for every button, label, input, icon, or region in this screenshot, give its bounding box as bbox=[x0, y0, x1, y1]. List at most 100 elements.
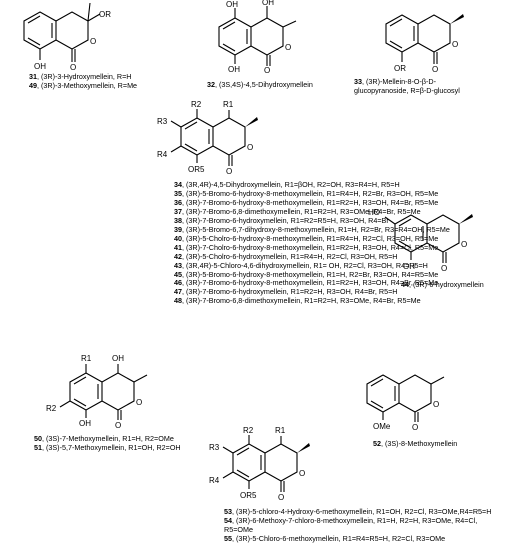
label: OMe bbox=[373, 422, 391, 431]
label: HO bbox=[368, 208, 380, 217]
caption-text: , (3S)-8-Methoxymellein bbox=[381, 439, 458, 448]
label: O bbox=[452, 40, 458, 49]
label: OH bbox=[228, 65, 240, 74]
list-item: 45, (3R)-5-Bromo-6-hydroxy-8-methoxymell… bbox=[174, 269, 450, 280]
compound-number: 46 bbox=[174, 278, 182, 288]
compound-number: 53 bbox=[224, 507, 232, 516]
caption-text: , (3S,4S)-4,5-Dihydroxymellein bbox=[215, 80, 313, 89]
list-item: 38, (3R)-7-Bromo-6-hydroxymellein, R1=R2… bbox=[174, 216, 450, 226]
label: R3 bbox=[209, 443, 220, 452]
compound-number: 34 bbox=[174, 180, 182, 189]
caption-text: , (3S)-5,7-Methoxymellein, R1=OH, R2=OH bbox=[42, 443, 181, 452]
label: O bbox=[264, 66, 270, 75]
compound-description: , (3R)-5-Chloro-6-methoxymellein, R1=R4=… bbox=[232, 533, 446, 543]
label: O bbox=[226, 167, 232, 176]
compound-number: 55 bbox=[224, 533, 232, 543]
compound-number: 36 bbox=[174, 197, 182, 207]
compound-number: 41 bbox=[174, 242, 182, 252]
compound-number: 52 bbox=[373, 439, 381, 448]
label: OR bbox=[99, 10, 111, 19]
label: O bbox=[285, 43, 291, 52]
label: R2 bbox=[46, 404, 57, 413]
caption-text-line2: glucopyranoside, R=β-D-glucosyl bbox=[354, 86, 460, 95]
list-item: 40, (3R)-5-Cholro-6-hydroxy-8-methoxymel… bbox=[174, 233, 450, 244]
label: OR bbox=[394, 64, 406, 73]
compound-description: , (3R)-5-Bromo-6,7-dihydroxy-8-methoxyme… bbox=[182, 224, 450, 234]
compound-description: , (3R,4R)-4,5-Dihydroxymellein, R1=βOH, … bbox=[182, 180, 400, 189]
compound-description: , (3R)-5-Bromo-6-hydroxy-8-methoxymellei… bbox=[182, 188, 439, 198]
compound-description: , (3R)-7-Cholro-6-hydroxy-8-methoxymelle… bbox=[182, 242, 439, 252]
list-item: 47, (3R)-7-Bromo-6-hydroxymellein, R1=R2… bbox=[174, 287, 450, 297]
compound-description: , (3R)-7-Bromo-6-hydroxymellein, R1=R2=H… bbox=[182, 287, 398, 297]
list-item: 46, (3R)-7-Bromo-6-hydroxy-8-methoxymell… bbox=[174, 279, 450, 288]
compound-description: , (3R)-7-Bromo-6,8-dimethoxymellein, R1=… bbox=[182, 296, 421, 306]
label: R1 bbox=[81, 354, 92, 363]
label: O bbox=[247, 143, 253, 152]
compound-description: , (3R)-5-Cholro-6-hydroxy-8-methoxymelle… bbox=[182, 233, 439, 243]
compound-number: 37 bbox=[174, 206, 182, 216]
compound-number: 31 bbox=[29, 72, 37, 81]
caption-33: 33, (3R)-Mellein-8-O-β-D- glucopyranosid… bbox=[354, 77, 460, 95]
caption-49: 49, (3R)-3-Methoxymellein, R=Me bbox=[29, 81, 137, 90]
list-item: 35, (3R)-5-Bromo-6-hydroxy-8-methoxymell… bbox=[174, 188, 450, 199]
compound-description: , (3R)-6-Methoxy-7-chloro-8-methoxymelle… bbox=[224, 515, 478, 534]
compound-number: 50 bbox=[34, 434, 42, 443]
compound-number: 32 bbox=[207, 80, 215, 89]
list-item: 54, (3R)-6-Methoxy-7-chloro-8-methoxymel… bbox=[224, 515, 507, 535]
caption-text: , (3R)-6-hydroxymellein bbox=[409, 280, 484, 289]
label: R4 bbox=[209, 476, 220, 485]
compound-number: 49 bbox=[29, 81, 37, 90]
label: OH bbox=[112, 354, 124, 363]
caption-51: 51, (3S)-5,7-Methoxymellein, R1=OH, R2=O… bbox=[34, 443, 181, 452]
label: OH bbox=[226, 0, 238, 9]
label: R2 bbox=[191, 100, 202, 109]
label: R4 bbox=[157, 150, 168, 159]
list-item: 41, (3R)-7-Cholro-6-hydroxy-8-methoxymel… bbox=[174, 242, 450, 253]
compound-number: 40 bbox=[174, 233, 182, 243]
label: O bbox=[90, 37, 96, 46]
compound-number: 45 bbox=[174, 269, 182, 279]
compound-description: , (3R)-5-Bromo-6-hydroxy-8-methoxymellei… bbox=[182, 269, 439, 279]
caption-text: , (3S)-7-Methoxymellein, R1=H, R2=OMe bbox=[42, 434, 174, 443]
compound-description: , (3R)-7-Bromo-6-hydroxy-8-methoxymellei… bbox=[182, 278, 439, 288]
label: OR5 bbox=[240, 491, 257, 500]
compound-number: 39 bbox=[174, 224, 182, 234]
compound-number: 51 bbox=[34, 443, 42, 452]
label: O bbox=[432, 65, 438, 74]
list-item: 53, (3R)-5-chloro-4-Hydroxy-6-methoxymel… bbox=[224, 507, 507, 517]
compound-description: , (3R)-5-chloro-4-Hydroxy-6-methoxymelle… bbox=[232, 507, 492, 516]
compound-description: , (3R,4R)-5-Chloro-4,6-dihydroxymellein,… bbox=[182, 260, 428, 270]
label: OH bbox=[79, 419, 91, 428]
list-item: 55, (3R)-5-Chloro-6-methoxymellein, R1=R… bbox=[224, 533, 507, 544]
caption-32: 32, (3S,4S)-4,5-Dihydroxymellein bbox=[207, 80, 313, 89]
label: O bbox=[278, 493, 284, 502]
label: R3 bbox=[157, 117, 168, 126]
label: R1 bbox=[275, 426, 286, 435]
label: OH bbox=[34, 62, 46, 71]
caption-44: 44, (3R)-6-hydroxymellein bbox=[401, 280, 484, 289]
label: O bbox=[441, 264, 447, 273]
label: O bbox=[461, 240, 467, 249]
caption-50: 50, (3S)-7-Methoxymellein, R1=H, R2=OMe bbox=[34, 434, 174, 443]
compound-list-53-55: 53, (3R)-5-chloro-4-Hydroxy-6-methoxymel… bbox=[224, 507, 507, 544]
label: O bbox=[412, 423, 418, 432]
list-item: 34, (3R,4R)-4,5-Dihydroxymellein, R1=βOH… bbox=[174, 180, 450, 190]
caption-text: , (3R)-3-Methoxymellein, R=Me bbox=[37, 81, 138, 90]
compound-description: , (3R)-5-Cholro-6-hydroxymellein, R1=R4=… bbox=[182, 251, 398, 261]
label: O bbox=[115, 421, 121, 430]
compound-number: 33 bbox=[354, 77, 362, 86]
list-item: 39, (3R)-5-Bromo-6,7-dihydroxy-8-methoxy… bbox=[174, 224, 450, 235]
caption-52: 52, (3S)-8-Methoxymellein bbox=[373, 439, 457, 448]
label: R2 bbox=[243, 426, 254, 435]
label: O bbox=[70, 63, 76, 72]
compound-list-34-48: 34, (3R,4R)-4,5-Dihydroxymellein, R1=βOH… bbox=[174, 180, 450, 306]
compound-number: 43 bbox=[174, 260, 182, 270]
